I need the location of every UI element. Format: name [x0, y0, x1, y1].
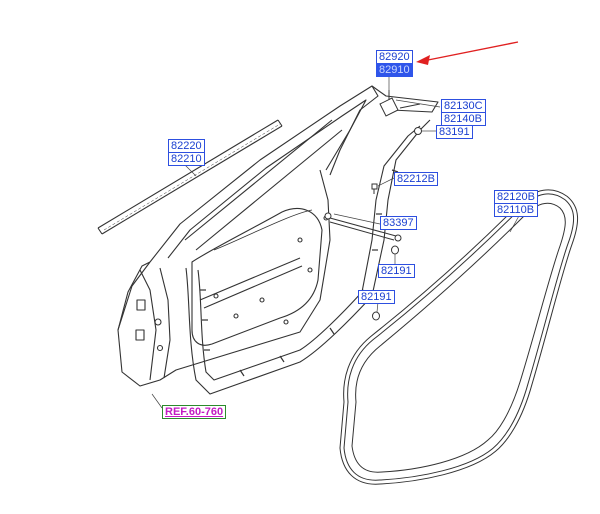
- door-opening-weatherstrip: [339, 189, 578, 485]
- part-label-82191-lower[interactable]: 82191: [358, 290, 395, 304]
- fasteners: [324, 90, 422, 321]
- part-label-82910[interactable]: 82910: [376, 63, 413, 77]
- part-label-82130c[interactable]: 82130C: [441, 99, 486, 113]
- part-label-82920[interactable]: 82920: [376, 50, 413, 64]
- part-label-82120b[interactable]: 82120B: [494, 190, 538, 204]
- part-label-83397[interactable]: 83397: [380, 216, 417, 230]
- outer-belt-weatherstrip: [97, 119, 283, 235]
- label-group-82120b: 82120B 82110B: [494, 190, 538, 217]
- part-label-82220[interactable]: 82220: [168, 139, 205, 153]
- part-label-82212b[interactable]: 82212B: [394, 172, 438, 186]
- label-group-82920: 82920 82910: [376, 50, 413, 77]
- label-group-82130c: 82130C 82140B: [441, 99, 486, 126]
- door-side-seal-clips: [200, 169, 399, 377]
- door-shell: [117, 85, 439, 395]
- part-label-82210[interactable]: 82210: [168, 152, 205, 166]
- red-pointer-arrow: [416, 41, 519, 65]
- part-label-82110b[interactable]: 82110B: [494, 203, 538, 217]
- label-group-82220: 82220 82210: [168, 139, 205, 166]
- reference-label-60-760[interactable]: REF.60-760: [162, 405, 227, 419]
- part-label-82140b[interactable]: 82140B: [441, 112, 486, 126]
- part-label-82191-upper[interactable]: 82191: [378, 264, 415, 278]
- part-label-83191[interactable]: 83191: [436, 125, 473, 139]
